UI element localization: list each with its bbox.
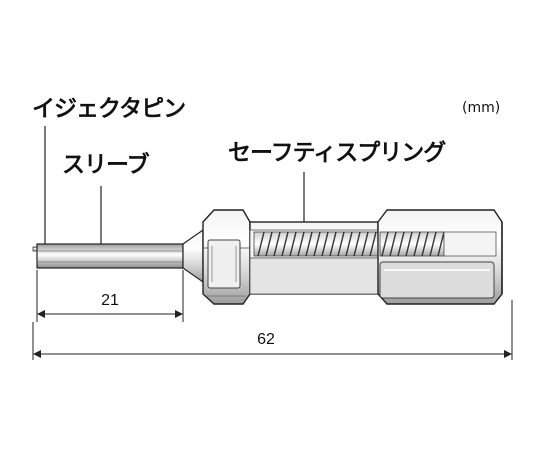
sleeve-length-value: 21	[101, 292, 119, 309]
sleeve-label: スリーブ	[62, 151, 150, 178]
overall-length-value: 62	[257, 331, 275, 348]
front-taper	[182, 228, 204, 284]
sleeve-rod	[36, 243, 184, 269]
dimension-62: 62	[32, 300, 513, 360]
front-window	[207, 239, 241, 289]
ejector-pin-label: イジェクタピン	[32, 96, 185, 122]
unit-label: (mm)	[462, 100, 500, 116]
dimension-21: 21	[36, 270, 184, 322]
tool-body	[32, 209, 503, 305]
safety-spring-label: セーフティスプリング	[228, 139, 446, 166]
